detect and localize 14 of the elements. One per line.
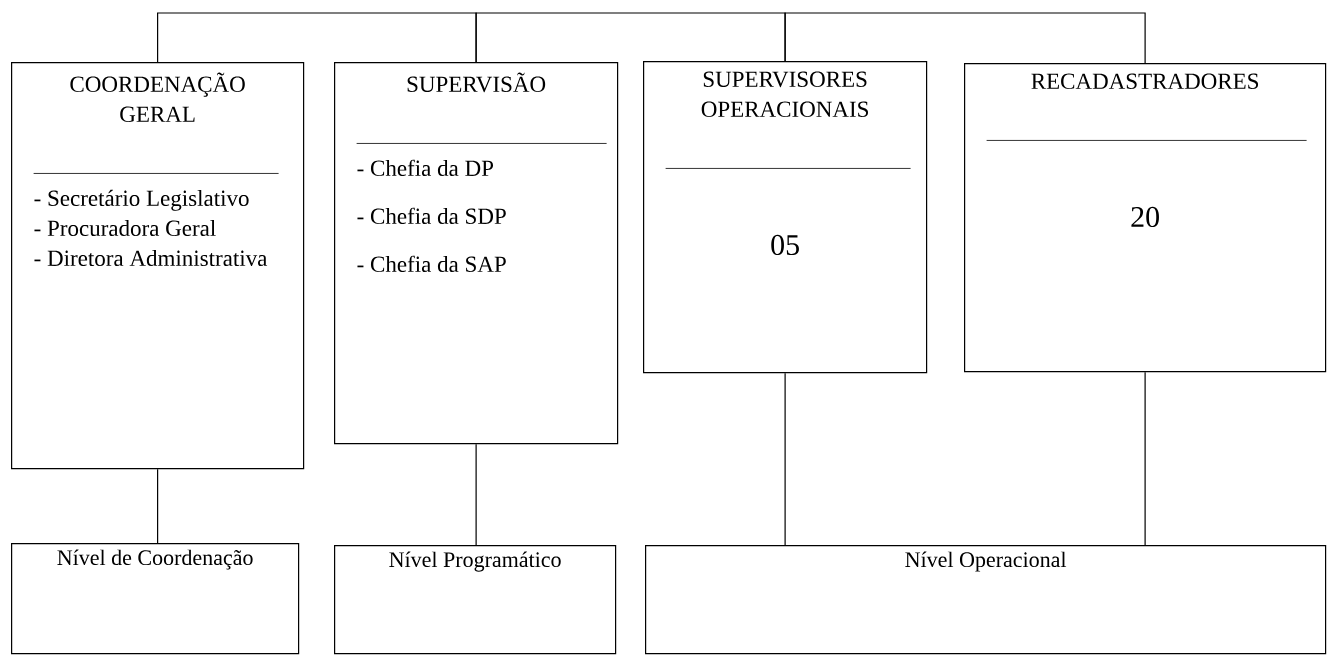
connector-line bbox=[784, 12, 1146, 64]
level-box: Nível Operacional bbox=[645, 545, 1327, 655]
connector-line bbox=[475, 12, 786, 63]
level-box: Nível de Coordenação bbox=[11, 543, 300, 655]
connector-line bbox=[157, 12, 477, 63]
connector-line bbox=[157, 468, 159, 544]
connector-line bbox=[475, 443, 477, 546]
connector-line bbox=[784, 372, 786, 546]
connector-line bbox=[1144, 371, 1146, 546]
level-box: Nível Programático bbox=[334, 545, 617, 655]
org-box: COORDENAÇÃO GERAL - Secretário Legislativo - Procuradora Geral - Diretora Administrativa bbox=[11, 62, 305, 470]
org-box: SUPERVISORES OPERACIONAIS 05 bbox=[643, 61, 928, 374]
org-box: SUPERVISÃO - Chefia da DP - Chefia da SDP - Chefia da SAP bbox=[334, 62, 619, 445]
org-box: RECADASTRADORES 20 bbox=[964, 63, 1327, 373]
